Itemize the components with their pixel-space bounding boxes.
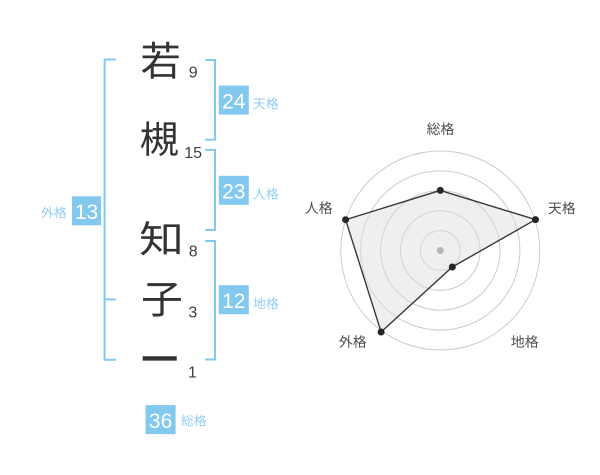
svg-text:23: 23 — [222, 181, 245, 204]
svg-text:36: 36 — [149, 410, 172, 433]
svg-text:12: 12 — [222, 290, 245, 313]
svg-text:13: 13 — [75, 201, 98, 224]
svg-text:1: 1 — [188, 365, 197, 382]
svg-text:24: 24 — [222, 91, 246, 114]
svg-text:9: 9 — [189, 65, 198, 82]
svg-text:15: 15 — [184, 145, 202, 162]
svg-text:8: 8 — [189, 244, 198, 261]
svg-text:3: 3 — [188, 305, 197, 322]
